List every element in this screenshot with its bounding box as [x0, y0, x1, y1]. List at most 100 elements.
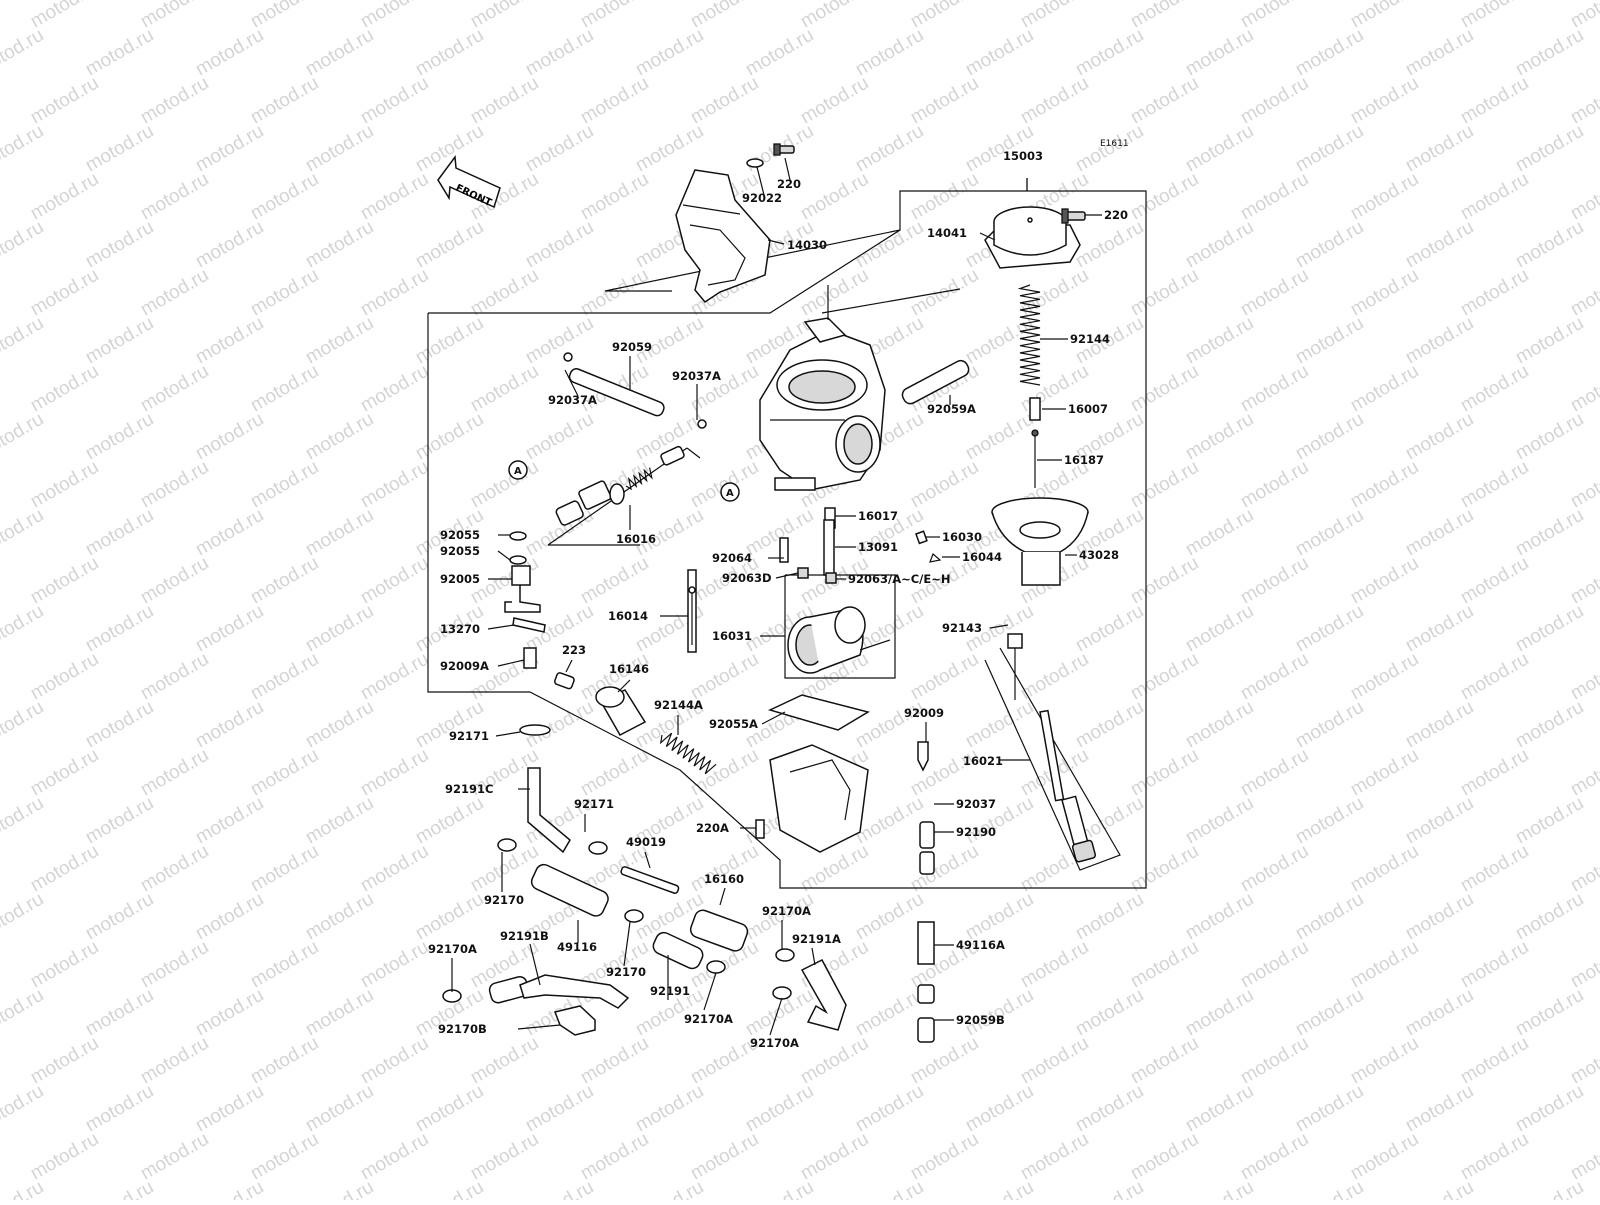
label-16007: 16007: [1068, 402, 1108, 416]
label-13270: 13270: [440, 622, 480, 636]
watermark-text: motod.ru: [1127, 649, 1202, 705]
label-16016: 16016: [616, 532, 656, 546]
watermark-text: motod.ru: [632, 121, 707, 177]
label-92064: 92064: [712, 551, 752, 565]
watermark-text: motod.ru: [962, 409, 1037, 465]
watermark-text: motod.ru: [1237, 361, 1312, 417]
watermark-text: motod.ru: [962, 889, 1037, 945]
leader-line: [565, 659, 573, 673]
jet-needle-parts: [1029, 397, 1041, 488]
leader-line: [497, 550, 511, 561]
watermark-text: motod.ru: [1237, 169, 1312, 225]
watermark-text: motod.ru: [1182, 1177, 1257, 1200]
watermark-text: motod.ru: [247, 841, 322, 897]
leader-line: [979, 232, 996, 241]
watermark-text: motod.ru: [1347, 553, 1422, 609]
callout-a-left-text: A: [514, 466, 522, 477]
jet-parts: [687, 507, 942, 653]
label-92144A: 92144A: [654, 698, 703, 712]
watermark-text: motod.ru: [1292, 1177, 1367, 1200]
label-223: 223: [562, 643, 586, 657]
watermark-text: motod.ru: [1182, 889, 1257, 945]
watermark-text: motod.ru: [907, 1129, 982, 1185]
label-92190: 92190: [956, 825, 996, 839]
watermark-text: motod.ru: [1072, 601, 1147, 657]
watermark-text: motod.ru: [0, 505, 47, 561]
watermark-text: motod.ru: [302, 985, 377, 1041]
watermark-text: motod.ru: [1292, 793, 1367, 849]
watermark-text: motod.ru: [1182, 985, 1257, 1041]
label-220A: 220A: [696, 821, 729, 835]
watermark-text: motod.ru: [632, 1081, 707, 1137]
watermark-text: motod.ru: [82, 889, 157, 945]
hose-parts: [442, 724, 935, 1043]
watermark-text: motod.ru: [192, 601, 267, 657]
watermark-text: motod.ru: [852, 1177, 927, 1200]
watermark-text: motod.ru: [0, 793, 47, 849]
label-92143: 92143: [942, 621, 982, 635]
label-92191: 92191: [650, 984, 690, 998]
watermark-text: motod.ru: [1182, 601, 1257, 657]
tube-parts: [563, 352, 970, 429]
watermark-text: motod.ru: [0, 217, 47, 273]
watermark-text: motod.ru: [1292, 889, 1367, 945]
watermark-text: motod.ru: [522, 217, 597, 273]
watermark-text: motod.ru: [797, 169, 872, 225]
watermark-text: motod.ru: [1512, 505, 1587, 561]
watermark-text: motod.ru: [1457, 169, 1532, 225]
watermark-text: motod.ru: [412, 217, 487, 273]
watermark-text: motod.ru: [632, 1177, 707, 1200]
watermark-text: motod.ru: [1292, 25, 1367, 81]
watermark-text: motod.ru: [962, 1081, 1037, 1137]
label-92170-center: 92170: [606, 965, 646, 979]
watermark-text: motod.ru: [27, 457, 102, 513]
watermark-text: motod.ru: [1182, 217, 1257, 273]
watermark-text: motod.ru: [137, 937, 212, 993]
part-labels: 15003 220 92022 14030 220 14041 92144 16…: [428, 149, 1128, 1050]
watermark-text: motod.ru: [1402, 121, 1477, 177]
watermark-text: motod.ru: [82, 505, 157, 561]
label-92191B: 92191B: [500, 929, 549, 943]
watermark-text: motod.ru: [137, 649, 212, 705]
watermark-text: motod.ru: [1182, 25, 1257, 81]
watermark-text: motod.ru: [1127, 361, 1202, 417]
label-92063D: 92063D: [722, 571, 772, 585]
watermark-text: motod.ru: [1512, 889, 1587, 945]
callout-a-center: A: [720, 482, 740, 502]
watermark-text: motod.ru: [522, 25, 597, 81]
leader-line: [564, 369, 579, 397]
watermark-text: motod.ru: [1127, 1129, 1202, 1185]
top-cap-part: [984, 206, 1086, 269]
watermark-text: motod.ru: [797, 73, 872, 129]
watermark-text: motod.ru: [687, 1129, 762, 1185]
watermark-text: motod.ru: [302, 121, 377, 177]
leader-line: [617, 679, 631, 693]
watermark-text: motod.ru: [1567, 1129, 1600, 1185]
leader-line: [719, 887, 726, 906]
watermark-text: motod.ru: [357, 73, 432, 129]
label-49116A: 49116A: [956, 938, 1005, 952]
label-92022: 92022: [742, 191, 782, 205]
watermark-text: motod.ru: [1347, 361, 1422, 417]
watermark-text: motod.ru: [577, 169, 652, 225]
watermark-text: motod.ru: [247, 553, 322, 609]
watermark-text: motod.ru: [1402, 697, 1477, 753]
leader-lines: [451, 157, 1102, 1036]
watermark-text: motod.ru: [1567, 649, 1600, 705]
label-92191C: 92191C: [445, 782, 493, 796]
watermark-text: motod.ru: [1402, 313, 1477, 369]
watermark-text: motod.ru: [852, 1081, 927, 1137]
label-92005: 92005: [440, 572, 480, 586]
watermark-text: motod.ru: [1567, 1033, 1600, 1089]
watermark-text: motod.ru: [137, 841, 212, 897]
watermark-text: motod.ru: [1182, 409, 1257, 465]
watermark-text: motod.ru: [357, 745, 432, 801]
watermark-text: motod.ru: [302, 217, 377, 273]
label-92191A: 92191A: [792, 932, 841, 946]
watermark-text: motod.ru: [357, 1033, 432, 1089]
watermark-text: motod.ru: [907, 265, 982, 321]
watermark-text: motod.ru: [907, 649, 982, 705]
watermark-text: motod.ru: [247, 361, 322, 417]
watermark-text: motod.ru: [577, 745, 652, 801]
watermark-text: motod.ru: [357, 169, 432, 225]
